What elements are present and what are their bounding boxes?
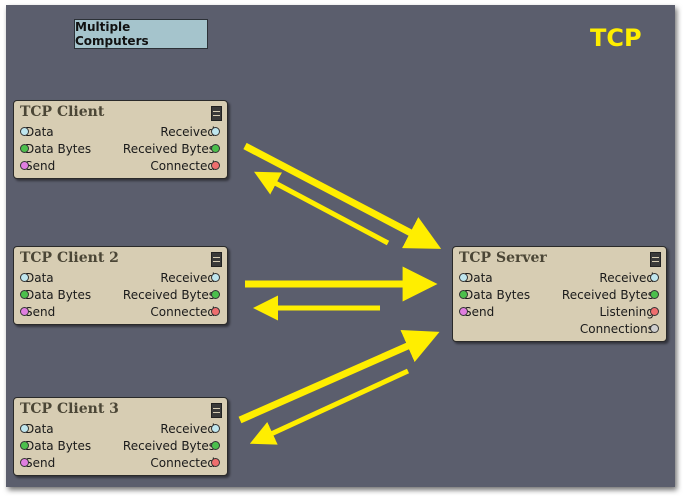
port-label: Data Bytes (25, 439, 92, 453)
port-dot-icon[interactable] (20, 127, 29, 136)
port-label: Received Bytes (122, 439, 215, 453)
port-dot-icon[interactable] (650, 324, 659, 333)
input-port-data-bytes[interactable]: Data Bytes (20, 142, 92, 156)
node-title: TCP Client (20, 104, 105, 120)
port-label: Send (25, 159, 56, 173)
port-dot-icon[interactable] (211, 441, 220, 450)
output-port-received[interactable]: Received (599, 271, 659, 285)
port-label: Connections (579, 322, 654, 336)
port-dot-icon[interactable] (20, 441, 29, 450)
input-port-data-bytes[interactable]: Data Bytes (20, 288, 92, 302)
port-label: Data (25, 125, 54, 139)
output-port-received-bytes[interactable]: Received Bytes (561, 288, 659, 302)
port-dot-icon[interactable] (20, 424, 29, 433)
input-port-data[interactable]: Data (20, 271, 54, 285)
port-label: Send (25, 456, 56, 470)
port-dot-icon[interactable] (650, 273, 659, 282)
tcp-client-2-node[interactable]: TCP Client 2 Data Data Bytes Send Receiv… (13, 246, 228, 325)
port-dot-icon[interactable] (459, 307, 468, 316)
port-dot-icon[interactable] (20, 290, 29, 299)
node-menu-icon[interactable] (211, 403, 222, 418)
output-port-received[interactable]: Received (160, 125, 220, 139)
port-dot-icon[interactable] (459, 290, 468, 299)
port-dot-icon[interactable] (211, 127, 220, 136)
tcp-server-node[interactable]: TCP Server Data Data Bytes Send Received… (452, 246, 667, 342)
output-port-received[interactable]: Received (160, 422, 220, 436)
tcp-client-node[interactable]: TCP Client Data Data Bytes Send Received… (13, 100, 228, 179)
node-menu-icon[interactable] (211, 252, 222, 267)
input-port-data[interactable]: Data (20, 125, 54, 139)
port-label: Received (160, 125, 215, 139)
port-dot-icon[interactable] (211, 273, 220, 282)
port-dot-icon[interactable] (650, 307, 659, 316)
port-label: Connected (150, 456, 215, 470)
output-port-received[interactable]: Received (160, 271, 220, 285)
tcp-client-3-node[interactable]: TCP Client 3 Data Data Bytes Send Receiv… (13, 397, 228, 476)
output-port-received-bytes[interactable]: Received Bytes (122, 288, 220, 302)
port-dot-icon[interactable] (20, 144, 29, 153)
port-label: Data Bytes (25, 142, 92, 156)
port-dot-icon[interactable] (211, 290, 220, 299)
port-dot-icon[interactable] (650, 290, 659, 299)
input-port-data-bytes[interactable]: Data Bytes (20, 439, 92, 453)
port-dot-icon[interactable] (211, 307, 220, 316)
port-dot-icon[interactable] (20, 273, 29, 282)
port-dot-icon[interactable] (20, 458, 29, 467)
port-label: Received Bytes (561, 288, 654, 302)
port-label: Received Bytes (122, 288, 215, 302)
port-dot-icon[interactable] (211, 161, 220, 170)
port-label: Connected (150, 305, 215, 319)
port-dot-icon[interactable] (459, 273, 468, 282)
node-menu-icon[interactable] (211, 106, 222, 121)
port-dot-icon[interactable] (20, 161, 29, 170)
port-label: Data Bytes (25, 288, 92, 302)
output-port-connected[interactable]: Connected (150, 305, 220, 319)
output-port-received-bytes[interactable]: Received Bytes (122, 142, 220, 156)
node-title: TCP Server (459, 250, 547, 266)
port-label: Data (25, 271, 54, 285)
input-port-send[interactable]: Send (20, 305, 56, 319)
output-port-received-bytes[interactable]: Received Bytes (122, 439, 220, 453)
port-label: Received (160, 271, 215, 285)
port-label: Connected (150, 159, 215, 173)
port-label: Data Bytes (464, 288, 531, 302)
output-port-connected[interactable]: Connected (150, 159, 220, 173)
port-dot-icon[interactable] (211, 144, 220, 153)
input-port-data-bytes[interactable]: Data Bytes (459, 288, 531, 302)
output-port-connected[interactable]: Connected (150, 456, 220, 470)
port-label: Received (599, 271, 654, 285)
protocol-label: TCP (590, 24, 642, 52)
output-port-connections[interactable]: Connections (579, 322, 659, 336)
port-label: Listening (599, 305, 654, 319)
node-title: TCP Client 2 (20, 250, 119, 266)
port-dot-icon[interactable] (211, 458, 220, 467)
input-port-data[interactable]: Data (459, 271, 493, 285)
comment-box[interactable]: Multiple Computers (74, 19, 208, 49)
port-label: Send (464, 305, 495, 319)
port-label: Data (25, 422, 54, 436)
input-port-send[interactable]: Send (459, 305, 495, 319)
port-label: Received Bytes (122, 142, 215, 156)
port-dot-icon[interactable] (211, 424, 220, 433)
port-dot-icon[interactable] (20, 307, 29, 316)
port-label: Received (160, 422, 215, 436)
port-label: Send (25, 305, 56, 319)
input-port-send[interactable]: Send (20, 159, 56, 173)
output-port-listening[interactable]: Listening (599, 305, 659, 319)
node-title: TCP Client 3 (20, 401, 119, 417)
input-port-data[interactable]: Data (20, 422, 54, 436)
node-menu-icon[interactable] (650, 252, 661, 267)
input-port-send[interactable]: Send (20, 456, 56, 470)
port-label: Data (464, 271, 493, 285)
